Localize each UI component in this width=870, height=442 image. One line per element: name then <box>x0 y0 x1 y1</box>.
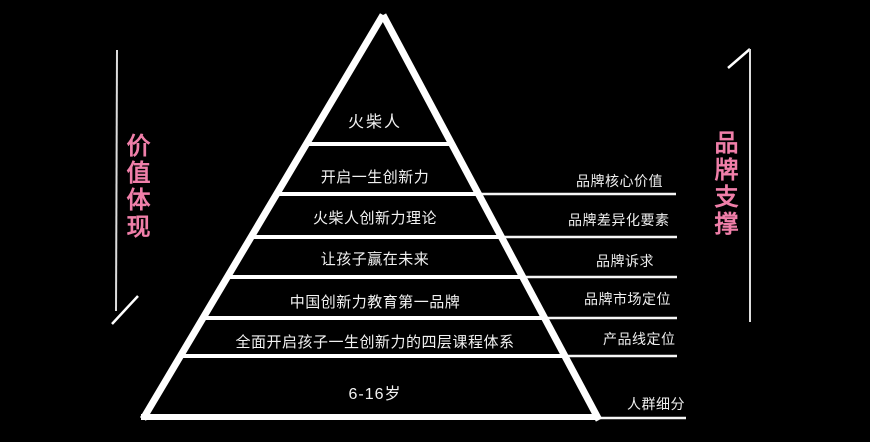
pyramid-level-label-4: 让孩子赢在未来 <box>320 251 430 268</box>
pyramid-level-label-6: 全面开启孩子一生创新力的四层课程体系 <box>235 334 515 351</box>
left-axis-label: 价值体现 <box>122 133 149 241</box>
pyramid-level-label-7: 6-16岁 <box>348 386 402 403</box>
callout-label-4: 品牌市场定位 <box>584 291 671 307</box>
left-bracket-line <box>115 49 118 312</box>
pyramid-right-edge <box>379 13 603 422</box>
callout-label-2: 品牌差异化要素 <box>568 212 670 228</box>
callout-label-1: 品牌核心价值 <box>576 173 663 189</box>
callout-label-5: 产品线定位 <box>603 331 676 347</box>
callout-label-3: 品牌诉求 <box>596 253 654 269</box>
pyramid-level-label-1: 火柴人 <box>347 114 402 131</box>
pyramid-left-edge <box>139 13 387 421</box>
pyramid-level-label-5: 中国创新力教育第一品牌 <box>289 294 461 311</box>
pyramid-level-label-3: 火柴人创新力理论 <box>312 210 437 227</box>
left-bracket-tick <box>111 295 139 325</box>
callout-label-6: 人群细分 <box>627 396 685 412</box>
pyramid-level-label-2: 开启一生创新力 <box>320 169 430 186</box>
right-bracket-tick <box>727 48 751 69</box>
right-axis-label: 品牌支撑 <box>710 130 737 238</box>
